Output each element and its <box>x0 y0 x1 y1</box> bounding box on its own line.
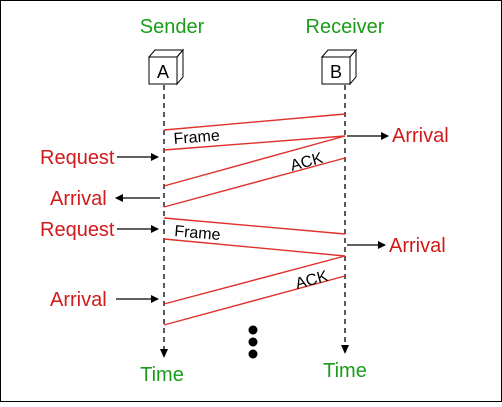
arrival-right-label-2: Arrival <box>389 235 446 257</box>
node-b-box: B <box>320 48 358 86</box>
ack-label-1: ACK <box>289 150 325 175</box>
time-label-sender: Time <box>140 364 184 386</box>
continuation-dots <box>248 325 258 359</box>
frame-label-1: Frame <box>173 127 220 148</box>
frame-label-2: Frame <box>174 223 222 244</box>
node-a-box: A <box>147 48 185 86</box>
sender-label: Sender <box>140 16 205 38</box>
receiver-label: Receiver <box>306 16 385 38</box>
request-label-2: Request <box>40 219 115 241</box>
signal-line-3 <box>163 135 346 187</box>
signal-line-6 <box>163 238 346 257</box>
signal-lines <box>163 113 346 326</box>
sender-lifeline-arrow <box>160 349 168 358</box>
arrival-left-label-2: Arrival <box>50 289 107 311</box>
signal-line-2 <box>163 135 346 151</box>
node-b-label: B <box>330 62 342 82</box>
node-a-label: A <box>157 62 169 82</box>
time-label-receiver: Time <box>323 360 367 382</box>
signal-line-1 <box>163 113 346 131</box>
signal-line-5 <box>163 217 346 235</box>
ack-label-2: ACK <box>294 268 330 293</box>
request-label-1: Request <box>40 147 115 169</box>
receiver-lifeline-arrow <box>341 345 349 354</box>
signal-line-8 <box>163 275 346 326</box>
signal-line-4 <box>163 157 346 208</box>
signal-line-7 <box>163 255 346 305</box>
arrival-left-label-1: Arrival <box>50 188 107 210</box>
arrival-right-label-1: Arrival <box>392 125 449 147</box>
